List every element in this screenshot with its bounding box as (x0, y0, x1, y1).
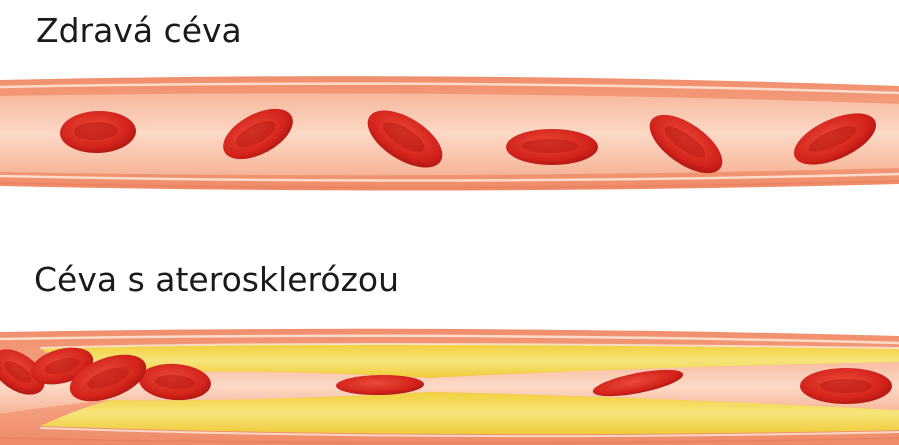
blood-cell (506, 129, 598, 165)
atherosclerotic-vessel-title: Céva s aterosklerózou (34, 263, 399, 296)
healthy-vessel-title: Zdravá céva (36, 14, 242, 47)
blood-cell (800, 368, 892, 404)
healthy-vessel-illustration (0, 60, 899, 200)
atherosclerotic-vessel-illustration (0, 322, 899, 445)
